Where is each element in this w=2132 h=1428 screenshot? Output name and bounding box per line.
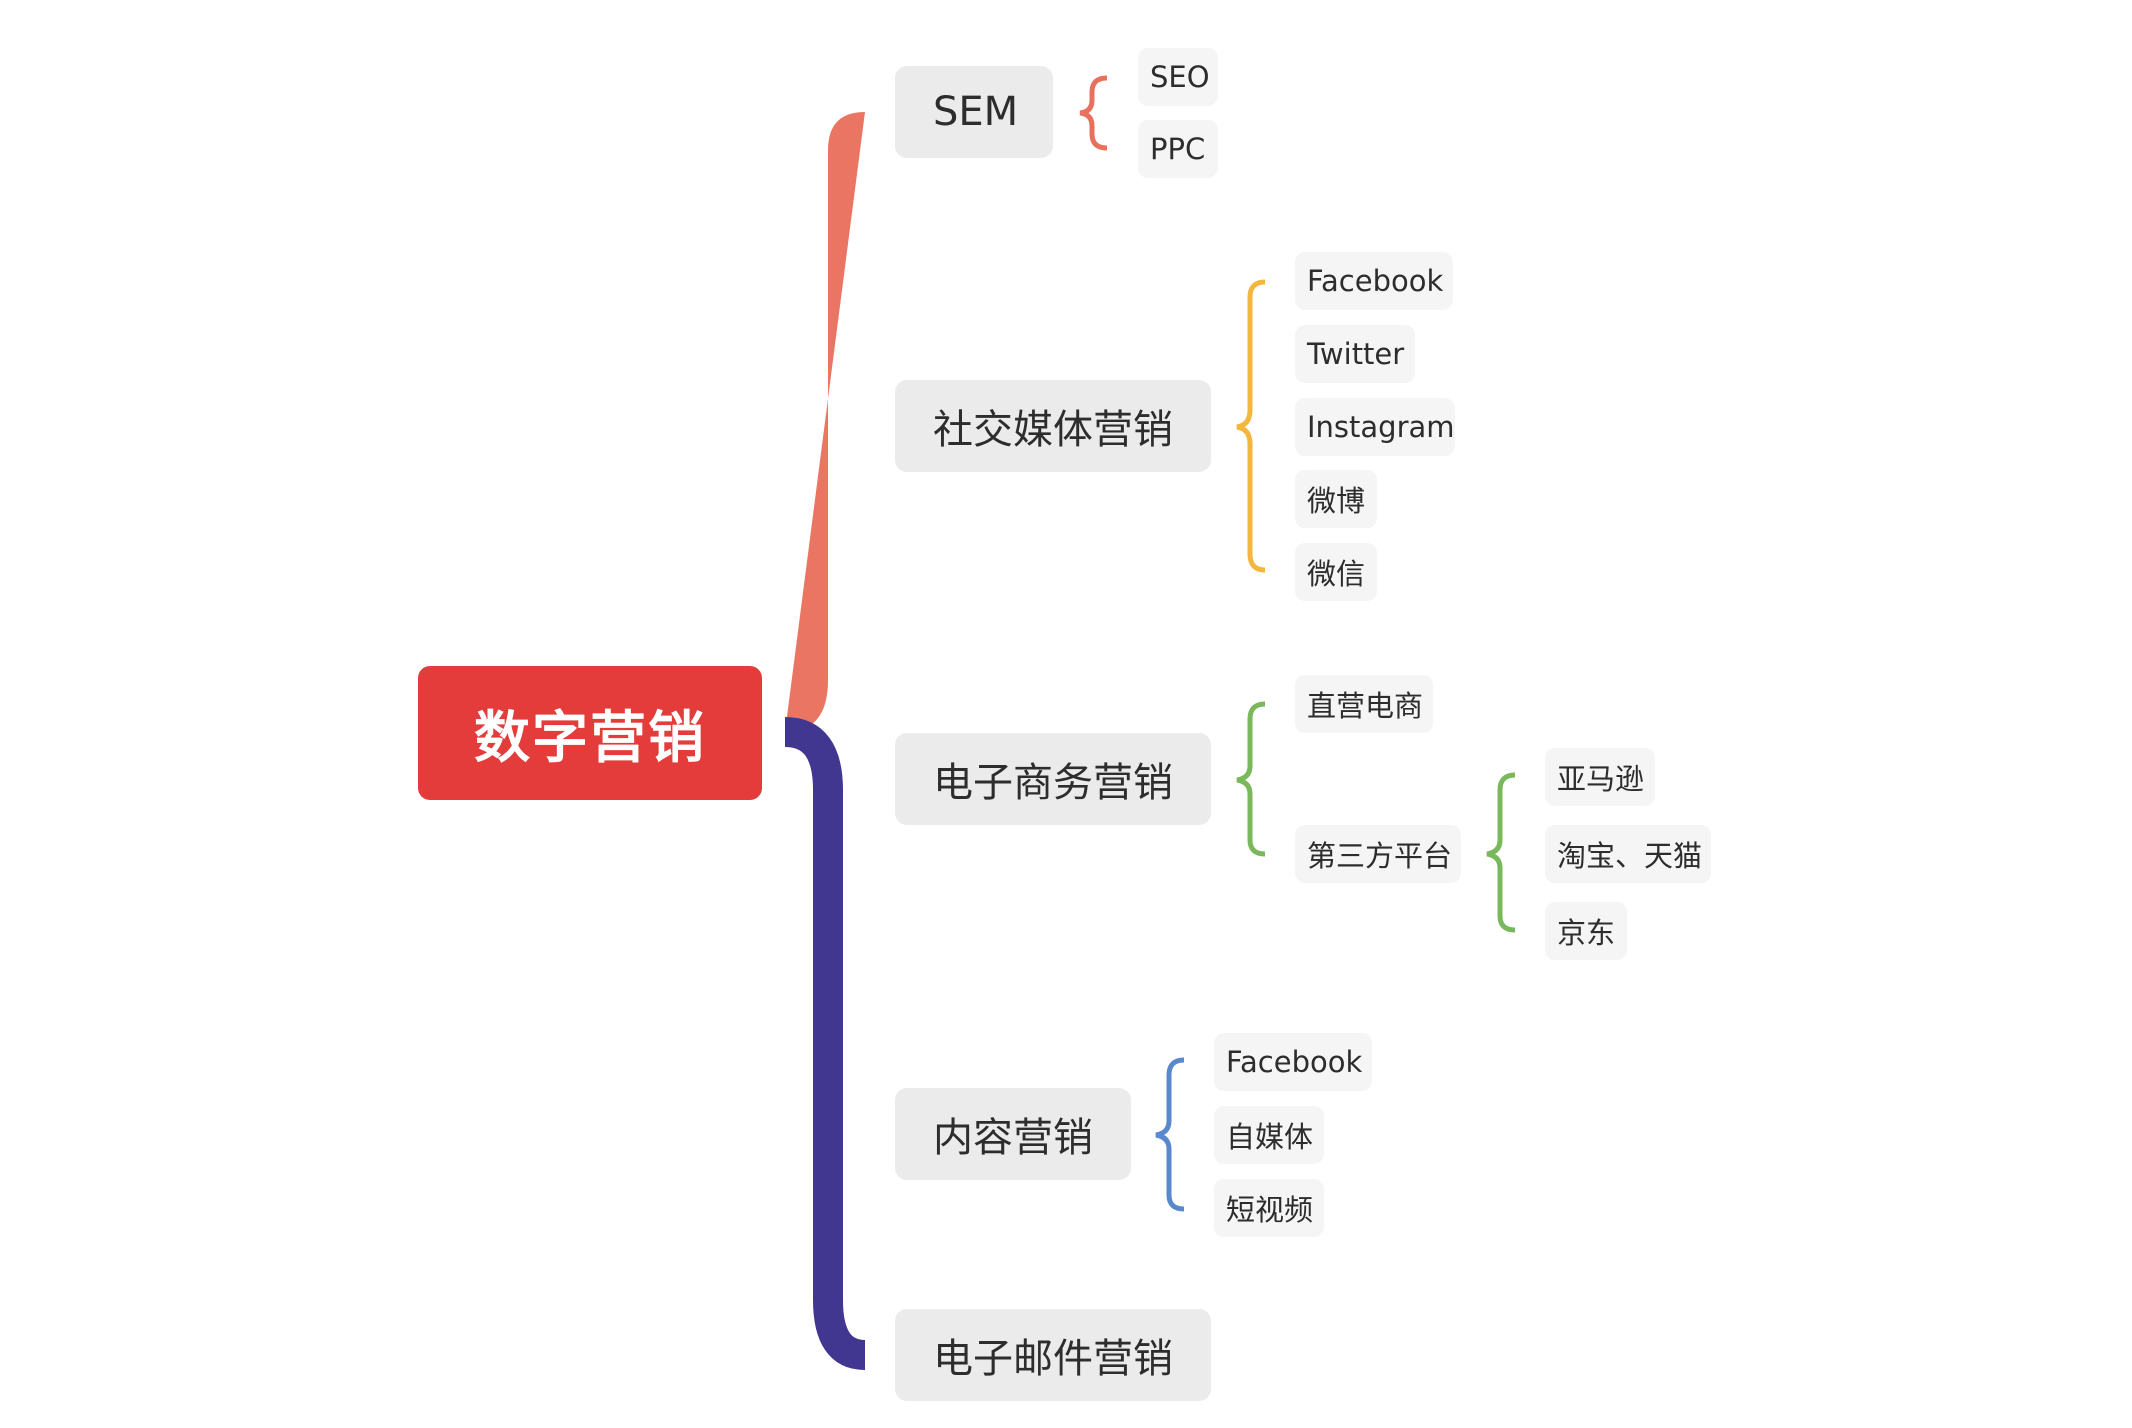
subtopic-facebook[interactable]: Facebook — [1295, 252, 1453, 310]
subtopic-facebook-content[interactable]: Facebook — [1214, 1033, 1372, 1091]
subtopic-taobao-tmall[interactable]: 淘宝、天猫 — [1545, 825, 1711, 883]
root-node[interactable]: 数字营销 — [418, 666, 762, 800]
subtopic-wechat[interactable]: 微信 — [1295, 543, 1377, 601]
subtopic-ppc[interactable]: PPC — [1138, 120, 1218, 178]
third-party-bracket — [1486, 772, 1516, 933]
social-media-bracket — [1236, 279, 1266, 573]
subtopic-instagram[interactable]: Instagram — [1295, 398, 1455, 456]
subtopic-jd[interactable]: 京东 — [1545, 902, 1627, 960]
content-bracket — [1155, 1057, 1185, 1212]
subtopic-amazon[interactable]: 亚马逊 — [1545, 748, 1655, 806]
topic-social-media-marketing[interactable]: 社交媒体营销 — [895, 380, 1211, 472]
subtopic-weibo[interactable]: 微博 — [1295, 470, 1377, 528]
subtopic-twitter[interactable]: Twitter — [1295, 325, 1415, 383]
topic-email-marketing[interactable]: 电子邮件营销 — [895, 1309, 1211, 1401]
subtopic-direct-ecommerce[interactable]: 直营电商 — [1295, 675, 1433, 733]
topic-ecommerce-marketing[interactable]: 电子商务营销 — [895, 733, 1211, 825]
topic-content-marketing[interactable]: 内容营销 — [895, 1088, 1131, 1180]
sem-bracket — [1079, 75, 1108, 151]
subtopic-self-media[interactable]: 自媒体 — [1214, 1106, 1324, 1164]
subtopic-third-party-platform[interactable]: 第三方平台 — [1295, 825, 1461, 883]
subtopic-short-video[interactable]: 短视频 — [1214, 1179, 1324, 1237]
subtopic-seo[interactable]: SEO — [1138, 48, 1218, 106]
ecommerce-bracket — [1236, 701, 1266, 857]
topic-sem[interactable]: SEM — [895, 66, 1053, 158]
root-bracket-lower — [784, 717, 867, 1370]
root-bracket-upper — [785, 112, 865, 732]
